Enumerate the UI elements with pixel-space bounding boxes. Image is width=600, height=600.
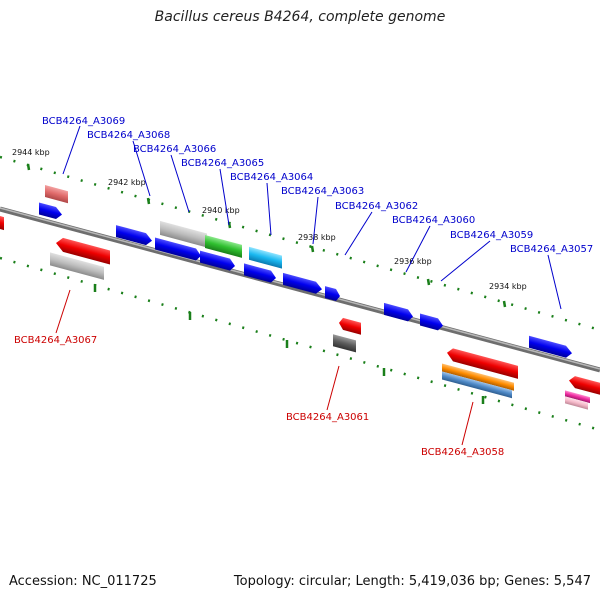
top-label-leaders	[62, 125, 562, 310]
gene-arrow[interactable]	[442, 371, 512, 399]
gene-label-top[interactable]: BCB4264_A3057	[510, 244, 593, 255]
gene-arrow[interactable]	[565, 390, 590, 404]
gene-arrow[interactable]	[205, 234, 242, 258]
gene-arrow[interactable]	[325, 286, 340, 302]
gene-arrow[interactable]	[283, 272, 322, 295]
gene-label-bottom[interactable]: BCB4264_A3061	[286, 412, 369, 423]
kbp-label: 2944 kbp	[12, 148, 50, 157]
gene-label-bottom[interactable]: BCB4264_A3067	[14, 335, 97, 346]
gene-arrow[interactable]	[529, 335, 572, 360]
gene-arrow[interactable]	[565, 396, 588, 410]
gene-arrows	[0, 185, 600, 410]
gene-arrow[interactable]	[155, 237, 201, 262]
gene-arrow[interactable]	[333, 334, 356, 353]
gene-label-top[interactable]: BCB4264_A3064	[230, 172, 313, 183]
gene-arrow[interactable]	[45, 185, 68, 204]
gene-arrow[interactable]	[56, 236, 110, 265]
kbp-label: 2938 kbp	[298, 233, 336, 242]
gene-label-top[interactable]: BCB4264_A3065	[181, 158, 264, 169]
gene-label-top[interactable]: BCB4264_A3060	[392, 215, 475, 226]
bottom-label-leaders	[55, 289, 474, 446]
gene-arrow[interactable]	[569, 374, 600, 395]
gene-arrow[interactable]	[200, 250, 235, 272]
gene-label-bottom[interactable]: BCB4264_A3058	[421, 447, 504, 458]
gene-label-top[interactable]: BCB4264_A3063	[281, 186, 364, 197]
genome-title: Bacillus cereus B4264, complete genome	[154, 9, 446, 25]
kbp-label: 2940 kbp	[202, 206, 240, 215]
gene-label-top[interactable]: BCB4264_A3066	[133, 144, 216, 155]
gene-label-top[interactable]: BCB4264_A3059	[450, 230, 533, 241]
gene-arrow[interactable]	[160, 220, 207, 248]
gene-arrow[interactable]	[249, 246, 282, 269]
gene-arrow[interactable]	[244, 263, 276, 284]
gene-arrow[interactable]	[116, 225, 152, 247]
kbp-label: 2934 kbp	[489, 282, 527, 291]
gene-arrow[interactable]	[0, 214, 4, 231]
gene-arrow[interactable]	[339, 317, 361, 335]
kbp-label: 2936 kbp	[394, 257, 432, 266]
genome-summary-text: Topology: circular; Length: 5,419,036 bp…	[233, 574, 591, 589]
accession-text: Accession: NC_011725	[9, 574, 157, 589]
kbp-label: 2942 kbp	[108, 178, 146, 187]
gene-arrow[interactable]	[384, 302, 413, 323]
gene-arrow[interactable]	[442, 363, 514, 391]
gene-label-top[interactable]: BCB4264_A3062	[335, 201, 418, 212]
gene-arrow[interactable]	[39, 202, 62, 220]
gene-arrow[interactable]	[50, 252, 104, 280]
gene-arrow[interactable]	[447, 347, 518, 379]
gene-label-top[interactable]: BCB4264_A3069	[42, 116, 125, 127]
major-ticks	[26, 163, 507, 404]
gene-arrow[interactable]	[420, 313, 443, 332]
gene-label-top[interactable]: BCB4264_A3068	[87, 130, 170, 141]
